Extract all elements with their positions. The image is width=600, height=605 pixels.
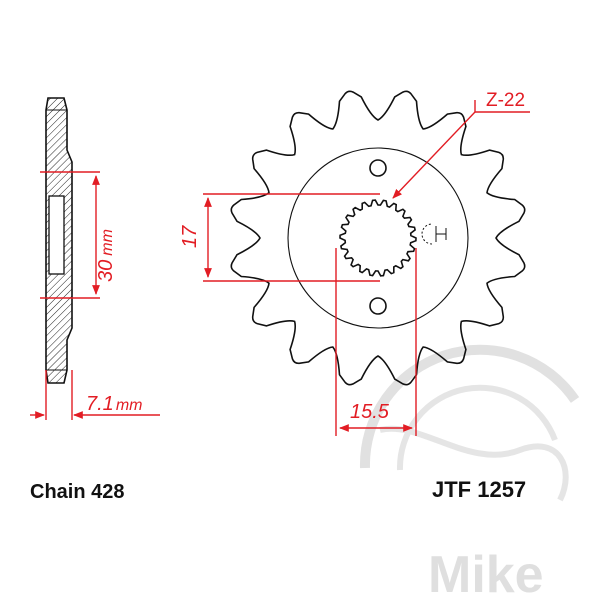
sprocket-front [230,90,526,386]
bore-height-label: 17 [179,225,201,248]
chain-size-label: Chain 428 [30,481,125,503]
watermark-brand: Mike [428,546,544,600]
hub-window [48,195,65,275]
spline-bore [339,199,417,277]
side-profile [45,97,73,384]
hub-dimension: 30mm [40,171,117,299]
spline-count-label: Z-22 [486,90,525,111]
logo-mark-icon [421,223,447,245]
pitch-circle [287,147,469,329]
spline-count-callout: Z-22 [392,90,530,199]
bore-width-dimension: 15.5 [335,248,417,436]
part-number-label: JTF 1257 [432,477,527,502]
sprocket-outline [230,90,526,386]
hub-dimension-label: 30mm [95,229,117,282]
watermark-inner-arc [396,384,558,471]
bore-height-dimension: 17 [179,193,380,282]
bore-width-label: 15.5 [350,401,390,423]
watermark: Mike [359,344,580,604]
bolt-hole-bottom [369,297,387,315]
bolt-hole-top [369,159,387,177]
